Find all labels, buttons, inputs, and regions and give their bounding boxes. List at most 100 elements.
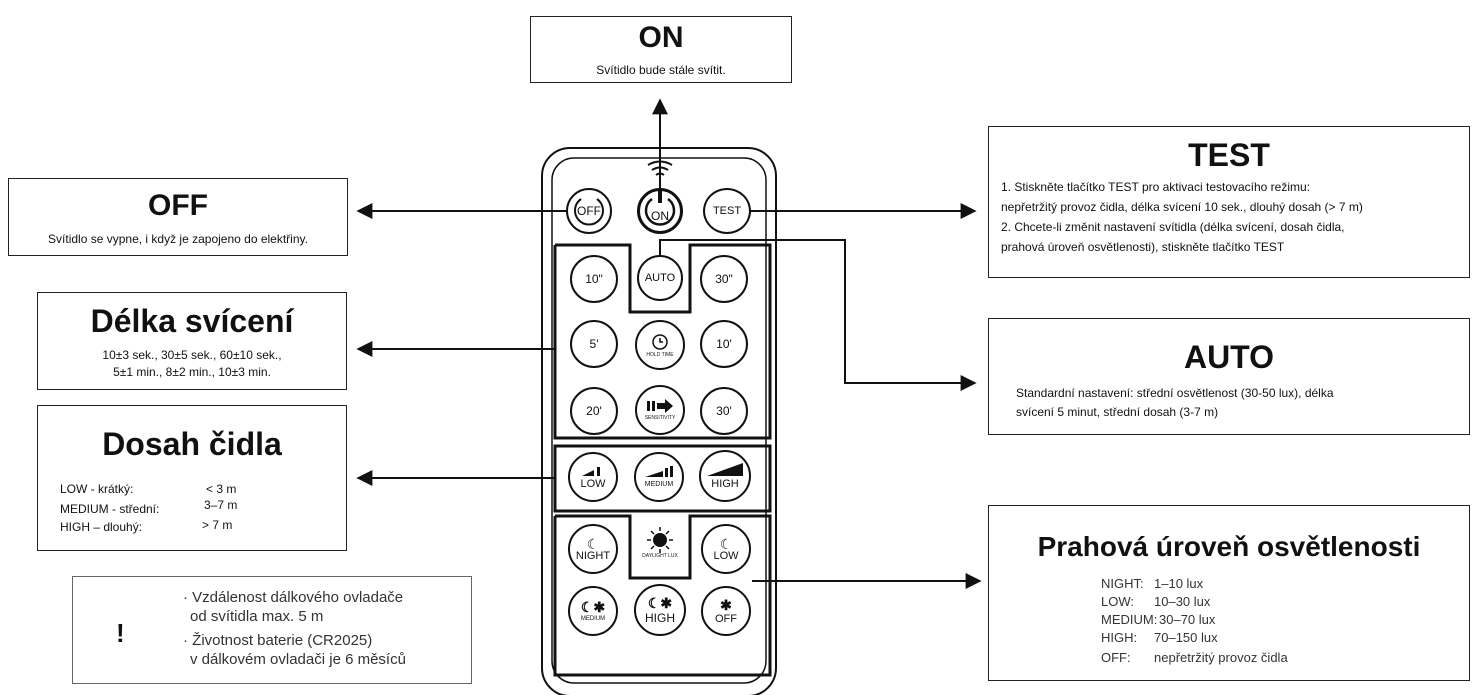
prah-title: Prahová úroveň osvětlenosti [1037,531,1421,562]
prah-value-medium: 30–70 lux [1159,612,1216,627]
daylight-lux-label: DAYLIGHT LUX [642,553,678,559]
moon-icon: ☾ [586,535,600,552]
delka-box: Délka svícení 10±3 sek., 30±5 sek., 60±1… [37,292,347,390]
delka-title: Délka svícení [90,303,294,339]
off-button[interactable]: OFF [566,188,612,234]
lux-section-border [553,514,772,677]
sensitivity-label: SENSITIVITY [644,415,676,421]
signal-medium-icon [645,466,673,477]
range-high-label: HIGH [711,477,739,490]
prah-label-off: OFF: [1101,650,1131,665]
on-box: ON Svítidlo bude stále svítit. [530,16,792,83]
auto-box: AUTO Standardní nastavení: střední osvět… [988,318,1470,435]
hold-time-button[interactable]: HOLD TIME [635,320,685,370]
lux-low-button[interactable]: ☾ LOW [701,524,751,574]
moon-sun-icon: ☾✱ [647,595,673,611]
dosah-value-high: > 7 m [202,518,233,532]
timer-10s-button[interactable]: 10" [570,255,618,303]
off-desc: Svítidlo se vypne, i když je zapojeno do… [48,232,308,246]
dosah-label-low: LOW - krátký: [60,482,134,496]
test-line4: prahová úroveň osvětlenosti), stiskněte … [1001,240,1285,254]
prah-label-night: NIGHT: [1101,576,1144,591]
warning-item2-line1: · Životnost baterie (CR2025) [183,632,373,649]
timer-10s-label: 10" [585,272,603,286]
range-high-button[interactable]: HIGH [699,450,751,502]
prah-value-night: 1–10 lux [1154,576,1204,591]
range-medium-label: MEDIUM [644,481,674,488]
dosah-label-high: HIGH – dlouhý: [60,520,143,534]
dosah-title: Dosah čidla [102,426,282,462]
range-low-label: LOW [580,477,606,490]
signal-low-icon [582,466,600,476]
warning-item1-line1: · Vzdálenost dálkového ovladače [183,589,404,606]
lux-night-button[interactable]: ☾ NIGHT [568,524,618,574]
lux-off-label: OFF [715,612,737,625]
timer-10m-button[interactable]: 10' [700,320,748,368]
timer-5m-button[interactable]: 5' [570,320,618,368]
auto-button-label: AUTO [644,271,676,284]
sensitivity-icon [647,399,673,413]
timer-30s-label: 30" [715,272,733,286]
lux-medium-button[interactable]: ☾✱ MEDIUM [568,586,618,636]
test-box: TEST 1. Stiskněte tlačítko TEST pro akti… [988,126,1470,278]
sun-icon [647,527,673,553]
clock-icon [652,333,668,350]
dosah-value-medium: 3–7 m [204,498,238,512]
prah-label-low: LOW: [1101,594,1134,609]
lux-high-label: HIGH [645,611,675,625]
timer-20m-label: 20' [586,404,602,418]
off-button-label: OFF [577,204,601,218]
prah-label-medium: MEDIUM: [1101,612,1158,627]
warning-box: · Vzdálenost dálkového ovladače od svíti… [72,576,472,684]
moon-icon: ☾ [719,535,733,552]
auto-line1: Standardní nastavení: střední osvětlenos… [1016,386,1334,400]
on-button[interactable]: ON [637,188,683,234]
daylight-lux-button[interactable]: DAYLIGHT LUX [635,518,685,568]
time-section-border [553,243,772,440]
warning-exclamation: ! [116,618,125,648]
sensitivity-button[interactable]: SENSITIVITY [635,385,685,435]
signal-high-icon [707,462,743,476]
timer-20m-button[interactable]: 20' [570,387,618,435]
auto-button[interactable]: AUTO [637,255,683,301]
moon-sun-icon: ☾✱ [580,599,606,615]
lux-high-button[interactable]: ☾✱ HIGH [634,584,686,636]
test-button[interactable]: TEST [703,188,751,234]
on-desc: Svítidlo bude stále svítit. [596,63,726,77]
sun-small-icon: ✱ [720,596,732,613]
test-button-label: TEST [712,204,742,217]
test-title: TEST [1188,137,1270,173]
prah-value-off: nepřetržitý provoz čidla [1154,650,1288,665]
timer-5m-label: 5' [589,337,599,351]
test-line1: 1. Stiskněte tlačítko TEST pro aktivaci … [1001,180,1311,194]
auto-title: AUTO [1183,339,1275,375]
auto-line2: svícení 5 minut, střední dosah (3-7 m) [1016,405,1219,419]
dosah-box: Dosah čidla LOW - krátký: < 3 m MEDIUM -… [37,405,347,551]
lux-medium-label: MEDIUM [580,616,606,622]
test-line3: 2. Chcete-li změnit nastavení svítidla (… [1001,220,1345,234]
prah-label-high: HIGH: [1101,630,1138,645]
lux-night-label: NIGHT [575,549,611,562]
warning-item1-line2: od svítidla max. 5 m [190,608,324,625]
timer-30m-label: 30' [716,404,732,418]
timer-10m-label: 10' [716,337,732,351]
lux-low-label: LOW [713,549,739,562]
off-box: OFF Svítidlo se vypne, i když je zapojen… [8,178,348,256]
on-title: ON [638,21,684,54]
hold-time-label: HOLD TIME [646,351,674,358]
warning-item2-line2: v dálkovém ovladači je 6 měsíců [190,651,406,668]
range-low-button[interactable]: LOW [568,452,618,502]
prah-value-low: 10–30 lux [1154,594,1211,609]
prah-value-high: 70–150 lux [1154,630,1218,645]
lux-off-button[interactable]: ✱ OFF [701,586,751,636]
range-medium-button[interactable]: MEDIUM [634,452,684,502]
timer-30s-button[interactable]: 30" [700,255,748,303]
prah-box: Prahová úroveň osvětlenosti NIGHT: 1–10 … [988,505,1470,681]
dosah-value-low: < 3 m [206,482,237,496]
test-line2: nepřetržitý provoz čidla, délka svícení … [1001,200,1363,214]
dosah-label-medium: MEDIUM - střední: [60,502,160,516]
off-title: OFF [148,189,208,222]
delka-line1: 10±3 sek., 30±5 sek., 60±10 sek., [102,348,282,362]
delka-line2: 5±1 min., 8±2 min., 10±3 min. [113,365,271,379]
timer-30m-button[interactable]: 30' [700,387,748,435]
